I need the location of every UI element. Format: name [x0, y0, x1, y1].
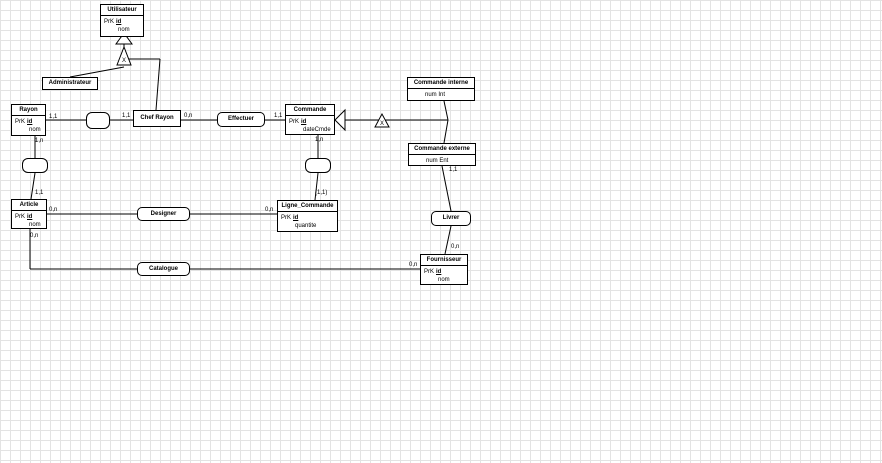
pk-field: id	[116, 19, 122, 25]
inheritance-triangle-commande	[374, 112, 390, 128]
entity-administrateur[interactable]: Administrateur	[42, 77, 98, 90]
card-catalogue-article: 0,n	[30, 233, 39, 239]
entity-title: Utilisateur	[101, 5, 143, 16]
entity-title: Chef Rayon	[140, 115, 174, 121]
card-livrer-fourn: 0,n	[451, 244, 460, 250]
assoc-rayon-article[interactable]	[22, 158, 48, 173]
assoc-rayon-chef[interactable]	[86, 112, 110, 129]
entity-title: Commande externe	[409, 144, 475, 155]
attr-field: nom	[29, 127, 41, 133]
assoc-catalogue[interactable]: Catalogue	[137, 262, 190, 276]
card-catalogue-fourn: 0,n	[409, 262, 418, 268]
card-rayon-art-bottom: 1,1	[35, 190, 44, 196]
entity-chef-rayon[interactable]: Chef Rayon	[133, 110, 181, 127]
link-livrer-fournisseur	[444, 225, 452, 255]
pk-field: id	[27, 214, 33, 220]
pk-label: PrK	[281, 215, 292, 221]
attr-field: nom	[438, 277, 450, 283]
attr-field: num Int	[425, 92, 446, 98]
entity-title: Fournisseur	[421, 255, 467, 266]
entity-title: Administrateur	[48, 80, 92, 86]
link-assoc-ligne	[314, 172, 319, 201]
pk-field: id	[293, 215, 299, 221]
pk-label: PrK	[15, 214, 26, 220]
entity-title: Ligne_Commande	[278, 201, 337, 212]
inheritance-triangle-utilisateur	[116, 45, 132, 66]
assoc-commande-ligne[interactable]	[305, 158, 331, 173]
card-cmd-ligne-top: 1,n	[315, 137, 324, 143]
entity-commande-externe[interactable]: Commande externe num Ent	[408, 143, 476, 166]
entity-commande-interne[interactable]: Commande interne num Int	[407, 77, 475, 101]
attr-field: dateCmde	[303, 127, 331, 133]
pk-field: id	[436, 269, 442, 275]
link-assoc-article	[30, 172, 36, 200]
attr-field: nom	[29, 222, 41, 228]
attr-field: num Ent	[426, 158, 449, 164]
card-rayon-chef-left: 1,1	[49, 114, 58, 120]
card-rayon-chef-right: 1,1	[122, 113, 131, 119]
assoc-effectuer[interactable]: Effectuer	[217, 112, 265, 127]
card-designer-article: 0,n	[49, 207, 58, 213]
pk-label: PrK	[424, 269, 435, 275]
link-cmdexterne-livrer	[441, 165, 452, 212]
entity-title: Commande interne	[408, 78, 474, 89]
inheritance-arrow-utilisateur	[115, 32, 133, 45]
inheritance-arrow-commande	[334, 108, 346, 132]
inheritance-mark-commande: X	[380, 121, 384, 127]
entity-title: Commande	[286, 105, 334, 116]
card-cmd-ligne-bottom: (1,1)	[315, 190, 328, 196]
link-triangle-cmdinterne	[443, 100, 449, 121]
pk-label: PrK	[104, 19, 115, 25]
card-designer-ligne: 0,n	[265, 207, 274, 213]
pk-field: id	[27, 119, 33, 125]
assoc-designer[interactable]: Designer	[137, 207, 190, 221]
card-effectuer-chef: 0,n	[184, 113, 193, 119]
link-triangle-chefrayon-2	[155, 58, 161, 111]
entity-title: Article	[12, 200, 46, 211]
inheritance-mark-utilisateur: X	[122, 58, 126, 64]
card-effectuer-cmd: 1,1	[274, 113, 283, 119]
pk-field: id	[301, 119, 307, 125]
card-rayon-art-top: 1,n	[35, 138, 44, 144]
entity-title: Rayon	[12, 105, 45, 116]
attr-field: nom	[118, 27, 130, 33]
attr-field: quantite	[295, 223, 317, 229]
pk-label: PrK	[289, 119, 300, 125]
link-triangle-cmdexterne	[443, 119, 449, 144]
card-livrer-ext: 1,1	[449, 167, 458, 173]
assoc-livrer[interactable]: Livrer	[431, 211, 471, 226]
link-triangle-administrateur	[69, 66, 125, 78]
pk-label: PrK	[15, 119, 26, 125]
